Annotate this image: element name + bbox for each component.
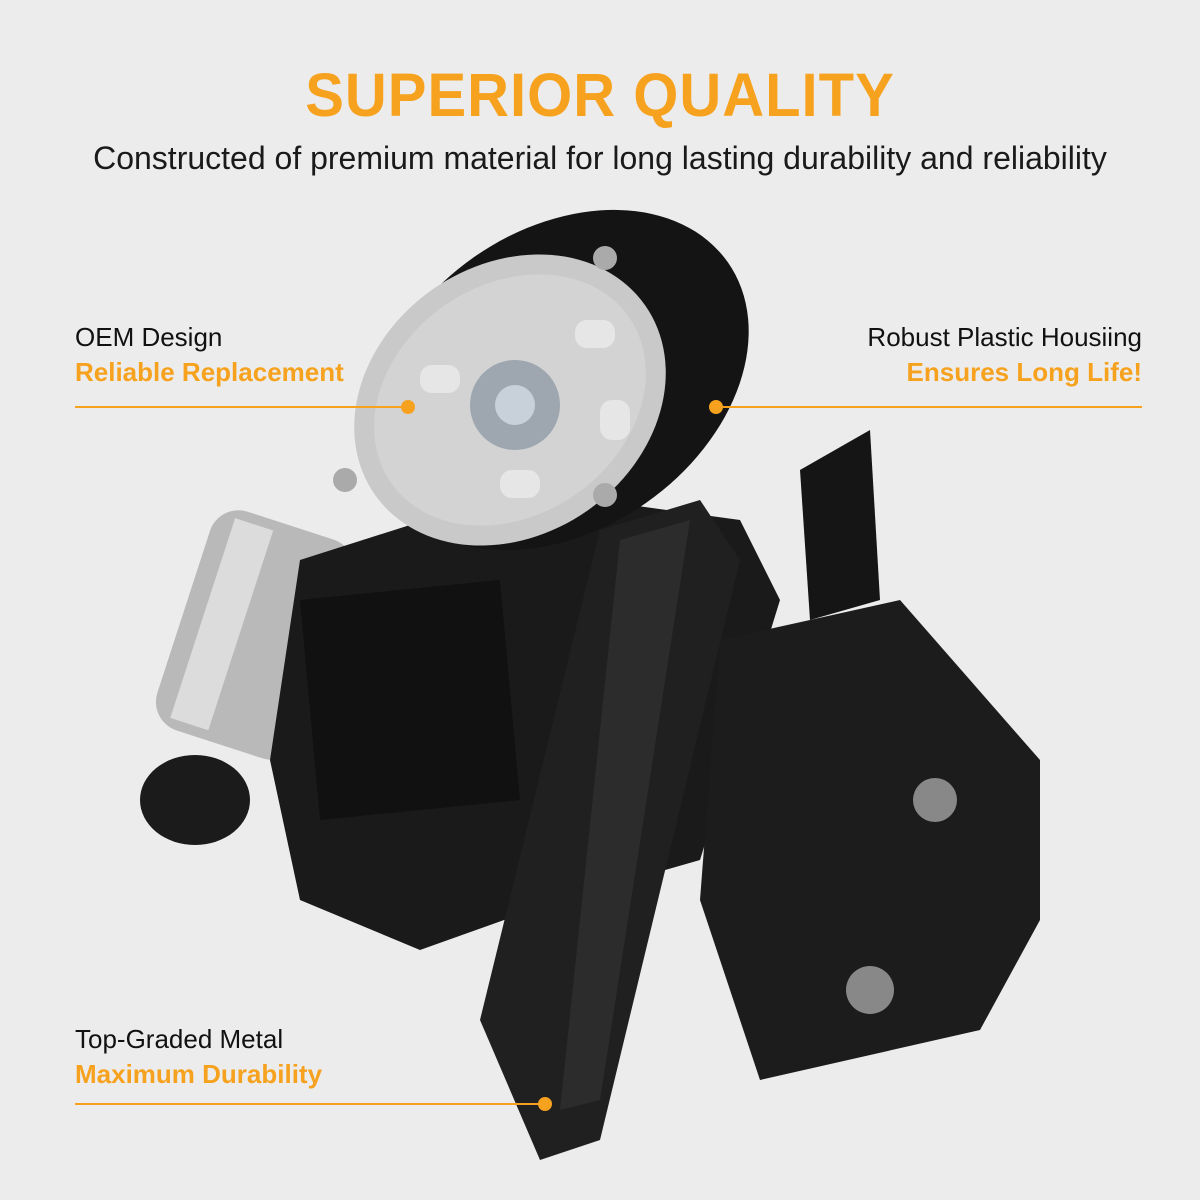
metal-gear-cover	[333, 246, 666, 546]
callout-highlight: Reliable Replacement	[75, 357, 344, 387]
page-subtitle: Constructed of premium material for long…	[93, 140, 1107, 176]
callout-oem-design: OEM Design Reliable Replacement	[75, 322, 344, 388]
page-title: SUPERIOR QUALITY	[305, 61, 895, 130]
callout-line	[716, 406, 1142, 408]
callout-plastic-housing: Robust Plastic Housiing Ensures Long Lif…	[867, 322, 1142, 388]
callout-title: Top-Graded Metal	[75, 1024, 284, 1054]
callout-line	[75, 406, 408, 408]
latch-plate	[700, 600, 1040, 1080]
callout-highlight: Maximum Durability	[75, 1059, 323, 1089]
callout-highlight: Ensures Long Life!	[906, 357, 1142, 387]
callout-dot	[401, 400, 415, 414]
callout-title: OEM Design	[75, 322, 223, 352]
callout-dot	[709, 400, 723, 414]
callout-metal: Top-Graded Metal Maximum Durability	[75, 1024, 322, 1090]
callout-line	[75, 1103, 545, 1105]
callout-title: Robust Plastic Housiing	[867, 322, 1142, 352]
callout-dot	[538, 1097, 552, 1111]
